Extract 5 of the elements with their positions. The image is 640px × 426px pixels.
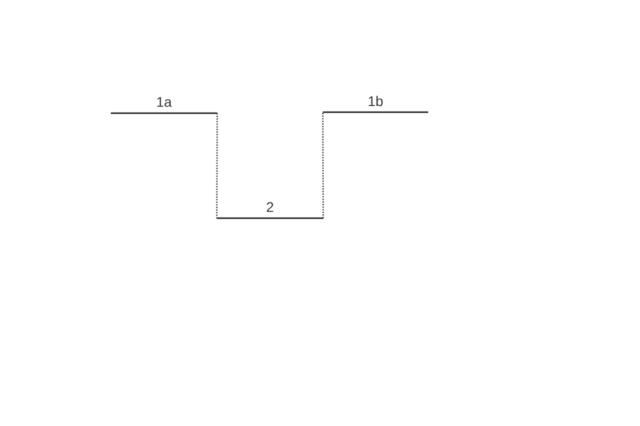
dotted-line	[216, 113, 218, 218]
labeled-bar: 1b	[322, 96, 428, 113]
dotted-line	[322, 112, 324, 218]
labeled-bar: 1a	[110, 97, 218, 114]
labeled-bar: 2	[216, 202, 324, 219]
